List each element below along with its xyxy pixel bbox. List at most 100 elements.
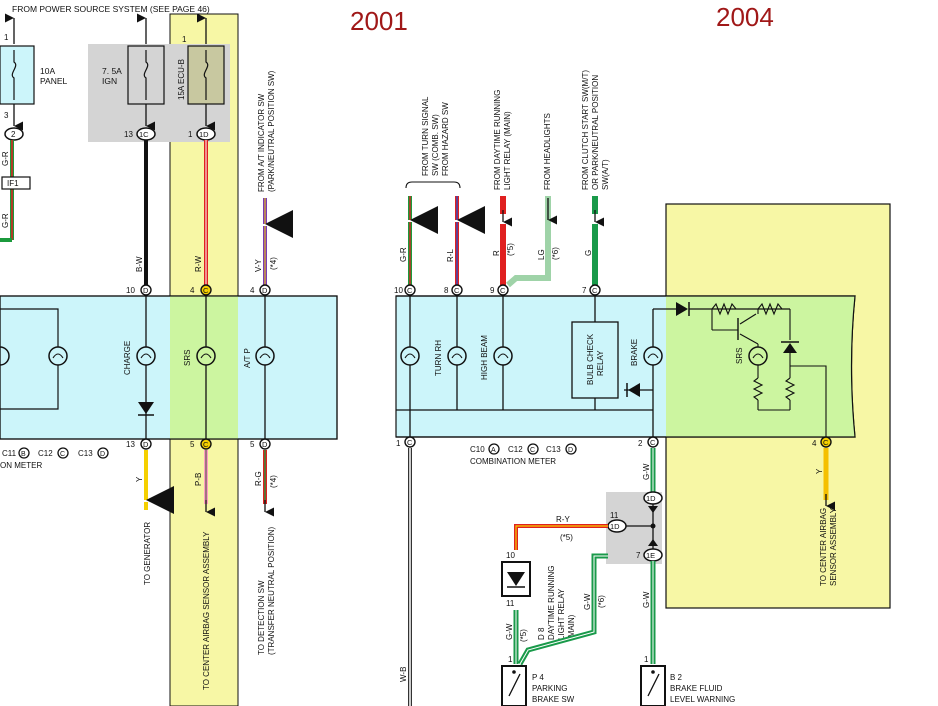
svg-text:1D: 1D: [610, 522, 620, 531]
turn-signal-label-3: FROM HAZARD SW: [441, 102, 450, 176]
svg-text:C12: C12: [38, 449, 53, 458]
svg-text:D: D: [143, 440, 149, 449]
svg-text:C: C: [203, 440, 209, 449]
svg-text:10: 10: [394, 286, 403, 295]
wire-lg: LG: [537, 249, 546, 260]
wire-g-w-3: G-W: [505, 623, 514, 640]
wire-r-l: R-L: [446, 249, 455, 262]
svg-text:4: 4: [812, 439, 817, 448]
lamp-srs-2004-label: SRS: [735, 348, 744, 364]
svg-text:D: D: [100, 451, 105, 458]
svg-text:9: 9: [490, 286, 495, 295]
drl-label-1: FROM DAYTIME RUNNING: [493, 90, 502, 190]
wire-g-r-2: G-R: [1, 213, 10, 228]
meter-body-2001: [0, 295, 338, 440]
wire-g-w-1: G-W: [642, 463, 651, 480]
lamp-high-beam: [493, 346, 513, 366]
svg-text:5: 5: [250, 440, 255, 449]
connector-1d-label: 1D: [199, 130, 209, 139]
wire-note5c: (*5): [519, 629, 528, 642]
meter-2004-bottom-pin-2: 2 C: [638, 436, 659, 448]
power-source-label: FROM POWER SOURCE SYSTEM (SEE PAGE 46): [12, 4, 210, 14]
drl-label-2: LIGHT RELAY (MAIN): [503, 111, 512, 190]
svg-text:8: 8: [444, 286, 449, 295]
svg-text:C: C: [823, 438, 829, 447]
wire-note5a: (*5): [506, 243, 515, 256]
year-2001: 2001: [350, 6, 408, 36]
svg-text:C: C: [454, 286, 460, 295]
lamp-high-beam-label: HIGH BEAM: [480, 335, 489, 380]
d8-label-3: LIGHT RELAY: [557, 588, 566, 640]
meter-2004-bottom-pin-1: 1 C: [396, 436, 416, 448]
wire-g-r-2004: G-R: [399, 247, 408, 262]
lamp-at-p-label: A/T P: [243, 348, 252, 368]
lamp-turn-rh: [447, 346, 467, 366]
to-airbag-2004-label-1: TO CENTER AIRBAG: [819, 508, 828, 586]
svg-text:1: 1: [396, 439, 401, 448]
meter-2004-bottom-pin-3: 4 C: [812, 436, 832, 448]
svg-text:C10: C10: [470, 445, 485, 454]
turn-signal-label-2: SW (COMB. SW): [431, 114, 440, 176]
wire-g-r-1: G-R: [1, 151, 10, 166]
svg-text:C13: C13: [78, 449, 93, 458]
svg-text:C: C: [60, 451, 65, 458]
lamp-left-2004: [400, 346, 420, 366]
meter-2004-top-pin-3: 9 C: [490, 284, 509, 296]
svg-text:D: D: [262, 286, 268, 295]
turn-signal-label-1: FROM TURN SIGNAL: [421, 96, 430, 176]
svg-text:C: C: [407, 438, 413, 447]
meter-2004-top-pin-1: 10 C: [394, 284, 416, 296]
svg-text:A: A: [491, 447, 496, 454]
meter-2001-name-fragment: ON METER: [0, 461, 42, 470]
p4-label-1: P 4: [532, 673, 544, 682]
b2-label-3: LEVEL WARNING: [670, 695, 735, 704]
svg-text:C11: C11: [2, 449, 17, 458]
svg-text:4: 4: [250, 286, 255, 295]
wire-note5b: (*5): [560, 533, 573, 542]
relay-pin-11: 11: [506, 599, 515, 608]
svg-text:C12: C12: [508, 445, 523, 454]
meter-2004-connector-row: C10 A C12 C C13 D: [470, 443, 577, 455]
wire-note4b: (*4): [269, 475, 278, 488]
d8-label-1: D 8: [537, 627, 546, 640]
diode-relay: [628, 383, 640, 397]
bulb-check-relay-label-1: BULB CHECK: [586, 333, 595, 385]
meter-2004-name: COMBINATION METER: [470, 457, 556, 466]
wire-g: G: [584, 250, 593, 256]
svg-text:B: B: [21, 451, 26, 458]
fuse-panel: [0, 45, 35, 105]
fuse-panel-pin-top: 1: [4, 33, 9, 42]
resistor-srs-3: [752, 377, 764, 401]
lamp-charge-label: CHARGE: [123, 341, 132, 375]
lamp-turn-rh-label: TURN RH: [434, 340, 443, 376]
diode-srs: [676, 302, 688, 316]
b2-pin: 1: [644, 655, 649, 664]
headlights-label: FROM HEADLIGHTS: [543, 113, 552, 190]
wire-r-g: R-G: [254, 471, 263, 486]
clutch-label-1: FROM CLUTCH START SW(M/T): [581, 70, 590, 190]
svg-text:C13: C13: [546, 445, 561, 454]
d8-label-2: DAYTIME RUNNING: [547, 565, 556, 640]
wire-g-w-2: G-W: [642, 591, 651, 608]
connector-1c-label: 1C: [139, 130, 149, 139]
svg-text:D: D: [568, 447, 573, 454]
meter-highlight-2004: [666, 296, 855, 437]
wire-note6a: (*6): [551, 247, 560, 260]
svg-text:C: C: [203, 286, 209, 295]
relay-pin-10: 10: [506, 551, 515, 560]
p4-label-2: PARKING: [532, 684, 567, 693]
svg-text:D: D: [143, 286, 149, 295]
fuse-panel-symbol: [11, 50, 17, 100]
p4-pin: 1: [508, 655, 513, 664]
b2-label-1: B 2: [670, 673, 683, 682]
clutch-label-3: SW(A/T): [601, 159, 610, 190]
fuse-ecu-b-pin-top: 1: [182, 35, 187, 44]
fuse-ecu-b-pin: 1: [188, 130, 193, 139]
svg-text:C: C: [530, 447, 535, 454]
meter-2001-bottom-pin-3: 5 D: [250, 438, 271, 450]
at-indicator-label-1: FROM A/T INDICATOR SW: [257, 93, 266, 192]
svg-text:C: C: [407, 286, 413, 295]
svg-text:5: 5: [190, 440, 195, 449]
connector-if1-label: IF1: [7, 179, 19, 188]
